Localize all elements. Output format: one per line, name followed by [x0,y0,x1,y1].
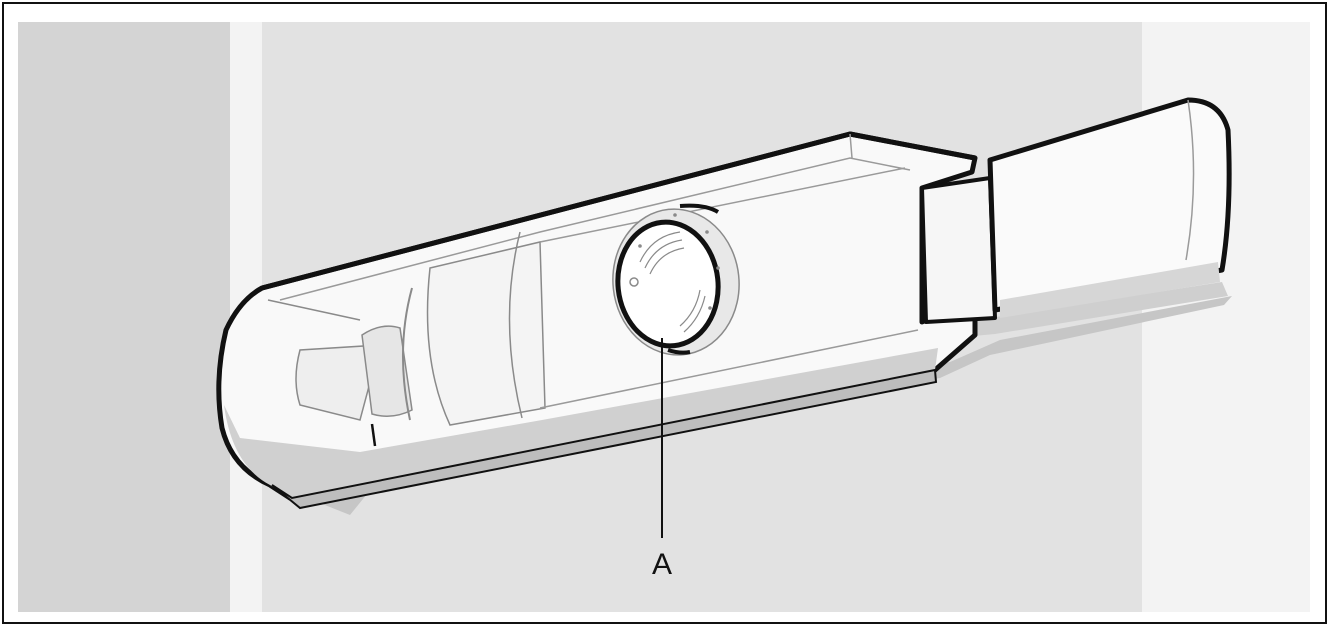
dial-scale-arc-3 [649,247,685,275]
switch-cap [987,97,1232,313]
lamp-cover-window [426,241,546,426]
dial-marker [629,277,639,287]
light-bulb [295,344,381,421]
switch-cap-lower-face [1000,262,1220,318]
dial-scale-arc-1 [639,231,681,263]
dial-tick-2 [705,230,709,234]
dial-rim-top [679,203,720,214]
housing-inner-edge [279,157,911,301]
dial-tick-5 [638,244,642,248]
compartment-edge-top [267,299,361,321]
switch-base [920,176,997,324]
housing-lower-face [224,348,938,498]
dial-scale-arc-5 [683,295,706,333]
bulb-pin [370,423,377,447]
dial-tick-1 [673,213,677,217]
dial-face [615,219,721,349]
dial-tick-4 [708,306,712,310]
cover-divider-right [508,231,523,419]
dial-scale-arc-4 [679,289,701,327]
channel-line-bottom [539,329,919,409]
housing-underside [271,368,938,510]
housing-corner-edge [849,133,853,159]
wall-panel-left [18,22,230,612]
cover-divider-left [402,287,413,421]
switch-shadow [925,282,1228,340]
switch-cap-edge [1185,99,1195,261]
channel-line-top [539,167,906,243]
callout-a-label: A [652,548,672,581]
bulb-socket [361,325,413,417]
dial-scale-arc-2 [644,239,683,269]
dial-tick-3 [716,266,720,270]
dial-rim-bottom [667,348,691,355]
